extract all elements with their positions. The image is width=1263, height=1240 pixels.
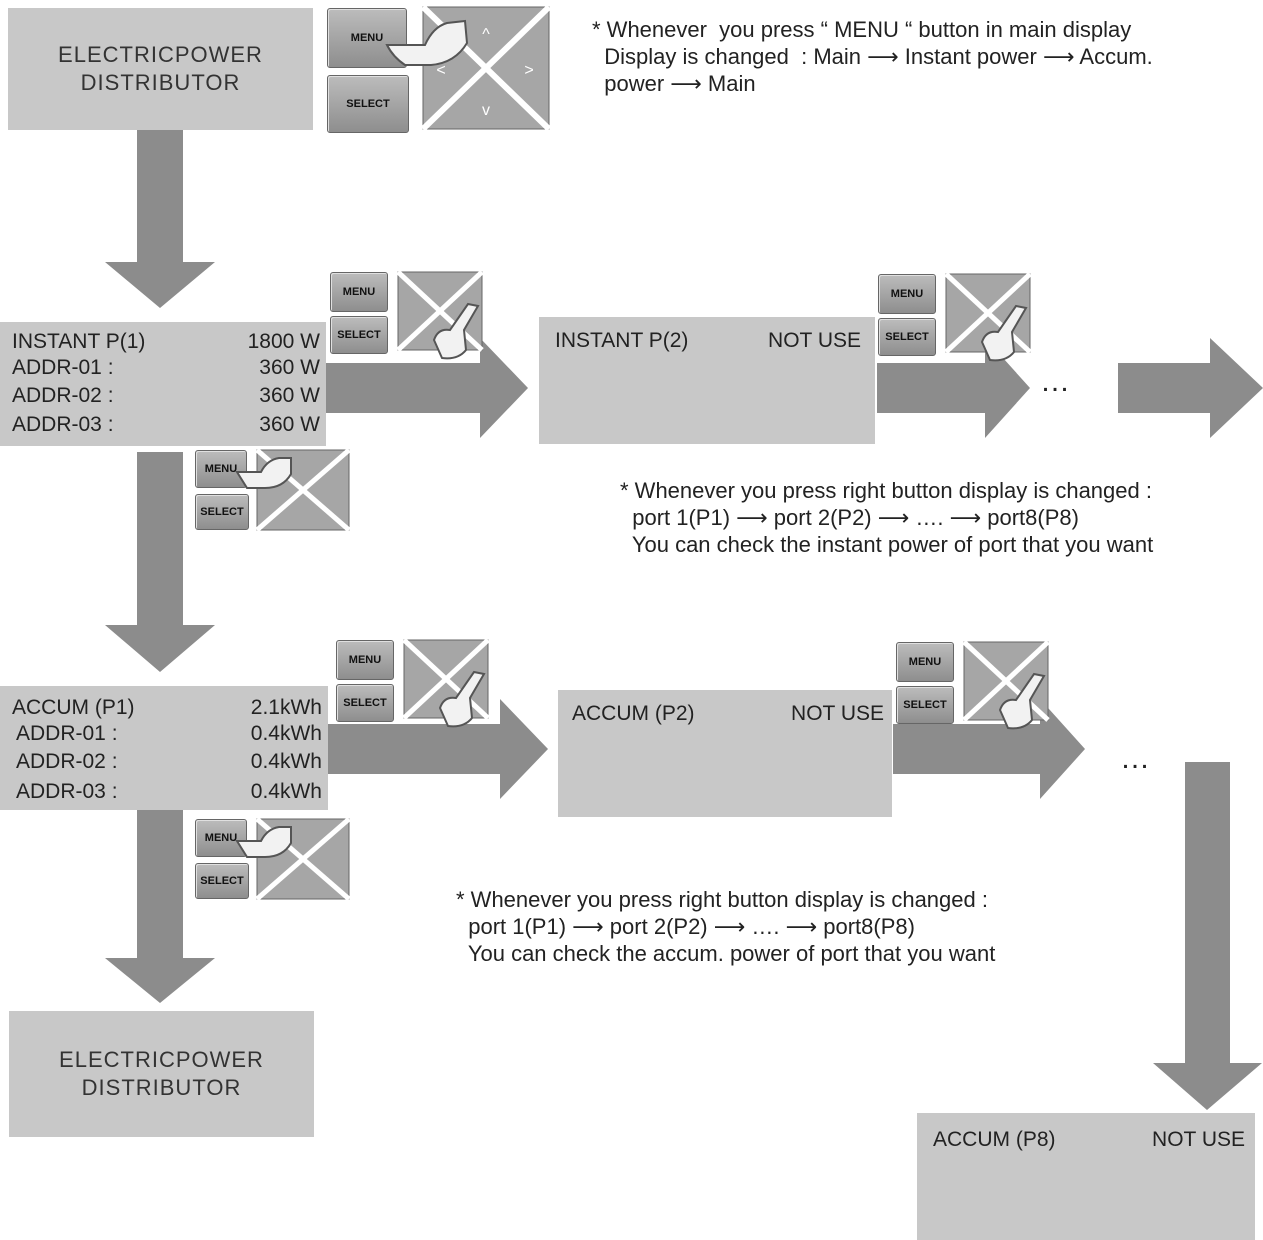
arrow-down-accum-to-main bbox=[105, 810, 215, 1003]
accum-p8-screen: ACCUM (P8) NOT USE bbox=[917, 1113, 1255, 1240]
row-label: ADDR-02 : bbox=[12, 384, 114, 407]
select-button[interactable]: SELECT bbox=[195, 494, 249, 530]
hand-pointer-icon bbox=[998, 672, 1046, 730]
select-button[interactable]: SELECT bbox=[896, 686, 954, 724]
main-screen-bottom: ELECTRICPOWER DISTRIBUTOR bbox=[9, 1011, 314, 1137]
select-button[interactable]: SELECT bbox=[878, 318, 936, 356]
accum-p1-screen: ACCUM (P1) 2.1kWh ADDR-01 : 0.4kWh ADDR-02… bbox=[0, 686, 328, 810]
keypad-right-press-accum-2: MENU SELECT bbox=[894, 640, 1054, 730]
row-label: ACCUM (P1) bbox=[12, 696, 135, 719]
row-label: ADDR-03 : bbox=[12, 413, 114, 436]
screen-title-line1: ELECTRICPOWER bbox=[58, 42, 263, 67]
instant-p2-screen: INSTANT P(2) NOT USE bbox=[539, 317, 875, 444]
screen-title-line2: DISTRIBUTOR bbox=[80, 70, 241, 95]
hand-pointer-icon bbox=[385, 19, 469, 66]
row-value: 360 W bbox=[259, 413, 320, 436]
hand-pointer-icon bbox=[438, 670, 486, 728]
row-label: ADDR-01 : bbox=[12, 356, 114, 379]
row-value: 0.4kWh bbox=[250, 722, 322, 745]
row-value: 0.4kWh bbox=[250, 780, 322, 803]
row-value: NOT USE bbox=[768, 329, 861, 352]
row-value: NOT USE bbox=[1152, 1128, 1245, 1151]
down-arrow-icon: v bbox=[482, 102, 490, 119]
row-label: ADDR-03 : bbox=[16, 780, 118, 803]
menu-button-note: * Whenever you press “ MENU “ button in … bbox=[592, 17, 1153, 96]
keypad-menu-press-accum: MENU SELECT bbox=[193, 817, 353, 902]
arrow-right-accum-p2-more bbox=[893, 699, 1085, 799]
up-arrow-icon: ^ bbox=[482, 26, 490, 43]
left-arrow-icon: < bbox=[436, 62, 445, 79]
menu-button[interactable]: MENU bbox=[336, 640, 394, 680]
menu-button[interactable]: MENU bbox=[878, 274, 936, 314]
row-value: 2.1kWh bbox=[250, 696, 322, 719]
direction-pad[interactable] bbox=[962, 640, 1050, 722]
arrow-down-main-to-instant bbox=[105, 130, 215, 308]
row-label: ACCUM (P8) bbox=[933, 1128, 1056, 1151]
keypad-right-press-accum: MENU SELECT bbox=[334, 638, 494, 728]
row-value: 1800 W bbox=[247, 330, 320, 353]
arrow-down-accum-to-p8 bbox=[1153, 762, 1262, 1110]
select-button[interactable]: SELECT bbox=[327, 75, 409, 133]
row-label: ACCUM (P2) bbox=[572, 702, 695, 725]
row-label: INSTANT P(1) bbox=[12, 330, 146, 353]
ellipsis-accum: … bbox=[1120, 742, 1152, 775]
arrow-right-instant-more bbox=[1118, 338, 1263, 438]
main-screen-top: ELECTRICPOWER DISTRIBUTOR bbox=[8, 8, 313, 130]
row-value: 360 W bbox=[259, 356, 320, 379]
menu-button[interactable]: MENU bbox=[896, 642, 954, 682]
hand-pointer-icon bbox=[980, 304, 1028, 362]
row-value: 360 W bbox=[259, 384, 320, 407]
select-button[interactable]: SELECT bbox=[195, 863, 249, 899]
keypad-menu-press-top: MENU SELECT ^ v < > bbox=[325, 5, 551, 133]
arrow-down-instant-to-accum bbox=[105, 452, 215, 672]
hand-pointer-icon bbox=[235, 457, 292, 489]
keypad-right-press-instant-2: MENU SELECT bbox=[876, 272, 1036, 362]
menu-button[interactable]: MENU bbox=[195, 819, 247, 857]
arrow-right-accum-p1-p2 bbox=[328, 699, 548, 799]
menu-button[interactable]: MENU bbox=[327, 8, 407, 68]
keypad-right-press-instant: MENU SELECT bbox=[328, 270, 488, 360]
row-label: ADDR-02 : bbox=[16, 750, 118, 773]
accum-p2-screen: ACCUM (P2) NOT USE bbox=[558, 690, 892, 817]
select-button[interactable]: SELECT bbox=[336, 684, 394, 722]
right-arrow-icon: > bbox=[524, 62, 533, 79]
screen-title-line2: DISTRIBUTOR bbox=[81, 1075, 242, 1100]
row-value: NOT USE bbox=[791, 702, 884, 725]
select-button[interactable]: SELECT bbox=[330, 316, 388, 354]
menu-button[interactable]: MENU bbox=[195, 450, 247, 488]
hand-pointer-icon bbox=[235, 826, 292, 858]
arrow-right-instant-p1-p2 bbox=[325, 338, 528, 438]
instant-p1-screen: INSTANT P(1) 1800 W ADDR-01 : 360 W ADDR-0… bbox=[0, 322, 326, 446]
keypad-menu-press-instant: MENU SELECT bbox=[193, 448, 353, 533]
row-label: INSTANT P(2) bbox=[555, 329, 689, 352]
accum-power-note: * Whenever you press right button displa… bbox=[456, 887, 996, 966]
instant-power-note: * Whenever you press right button displa… bbox=[620, 478, 1154, 557]
hand-pointer-icon bbox=[432, 302, 480, 360]
row-label: ADDR-01 : bbox=[16, 722, 118, 745]
screen-title-line1: ELECTRICPOWER bbox=[59, 1047, 264, 1072]
menu-button[interactable]: MENU bbox=[330, 272, 388, 312]
ellipsis-instant: … bbox=[1040, 365, 1072, 398]
arrow-right-instant-p2-more bbox=[877, 338, 1030, 438]
row-value: 0.4kWh bbox=[250, 750, 322, 773]
